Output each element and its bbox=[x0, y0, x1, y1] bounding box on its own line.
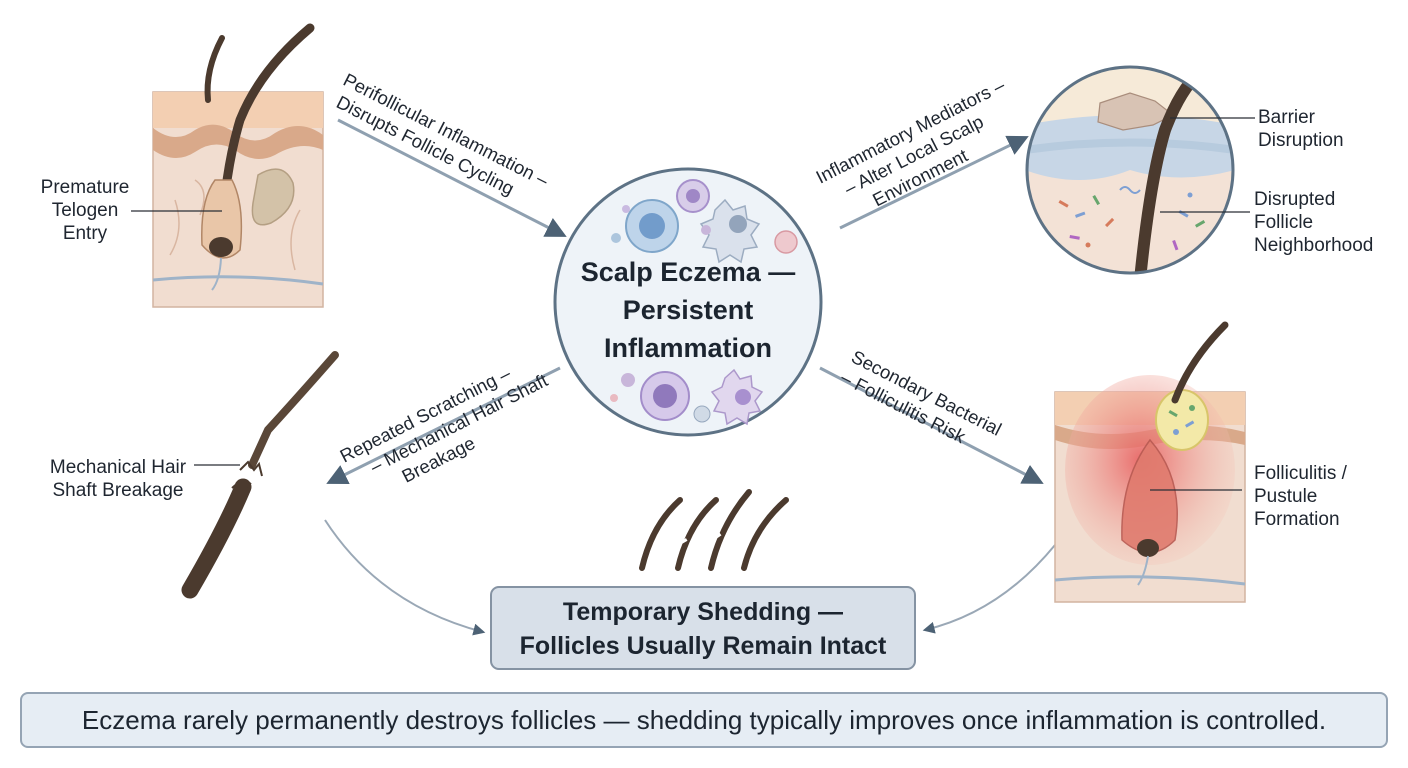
label-breakage-line: Mechanical Hair bbox=[49, 457, 187, 478]
broken-hair-icon bbox=[181, 351, 339, 599]
outcome-line: Temporary Shedding — bbox=[562, 598, 844, 626]
label-neighborhood-line: Disrupted bbox=[1254, 189, 1336, 210]
label-telogen-line: Entry bbox=[62, 223, 108, 244]
skin-panel-folliculitis bbox=[1054, 321, 1246, 603]
arrow-top-left bbox=[337, 118, 567, 237]
label-telogen-line: Premature bbox=[40, 177, 130, 198]
center-title-line: Inflammation bbox=[603, 333, 772, 363]
immune-cells-icon bbox=[610, 179, 798, 426]
arrow-breakage-to-shedding bbox=[324, 519, 486, 636]
label-barrier-line: Disruption bbox=[1258, 130, 1344, 151]
label-barrier: Barrier Disruption bbox=[1258, 106, 1344, 152]
center-title-line: Persistent bbox=[622, 295, 754, 325]
arrow-folliculitis-to-shedding bbox=[922, 544, 1056, 634]
outcome-line: Follicles Usually Remain Intact bbox=[519, 632, 887, 660]
skin-panel-barrier bbox=[1025, 65, 1255, 275]
label-neighborhood-line: Follicle bbox=[1254, 212, 1314, 233]
arrow-bottom-right bbox=[819, 366, 1044, 484]
outcome-box: Temporary Shedding — Follicles Usually R… bbox=[490, 586, 916, 670]
footnote-text: Eczema rarely permanently destroys folli… bbox=[81, 705, 1327, 735]
arrow-bottom-left bbox=[326, 366, 561, 484]
label-neighborhood-line: Neighborhood bbox=[1254, 235, 1374, 256]
label-folliculitis-line: Formation bbox=[1254, 509, 1340, 530]
footnote-box: Eczema rarely permanently destroys folli… bbox=[20, 692, 1388, 748]
pathway-arrows bbox=[324, 118, 1056, 636]
label-telogen-line: Telogen bbox=[51, 200, 119, 221]
center-title-line: Scalp Eczema — bbox=[580, 257, 796, 287]
label-barrier-line: Barrier bbox=[1258, 107, 1316, 128]
label-folliculitis-line: Folliculitis / bbox=[1254, 463, 1347, 484]
label-folliculitis-line: Pustule bbox=[1254, 486, 1318, 507]
center-circle bbox=[553, 167, 823, 437]
shedding-hairs-icon bbox=[639, 489, 789, 571]
skin-panel-telogen bbox=[131, 23, 324, 308]
label-neighborhood: Disrupted Follicle Neighborhood bbox=[1254, 188, 1373, 257]
label-breakage-line: Shaft Breakage bbox=[52, 480, 184, 501]
label-breakage: Mechanical Hair Shaft Breakage bbox=[42, 456, 194, 502]
pustule-bacteria-icon bbox=[1168, 405, 1195, 435]
label-telogen: Premature Telogen Entry bbox=[38, 176, 132, 245]
label-folliculitis: Folliculitis / Pustule Formation bbox=[1254, 462, 1347, 531]
arrow-top-right bbox=[839, 135, 1029, 230]
bacteria-icon bbox=[1058, 186, 1206, 251]
center-title: Scalp Eczema — Persistent Inflammation bbox=[560, 253, 816, 367]
